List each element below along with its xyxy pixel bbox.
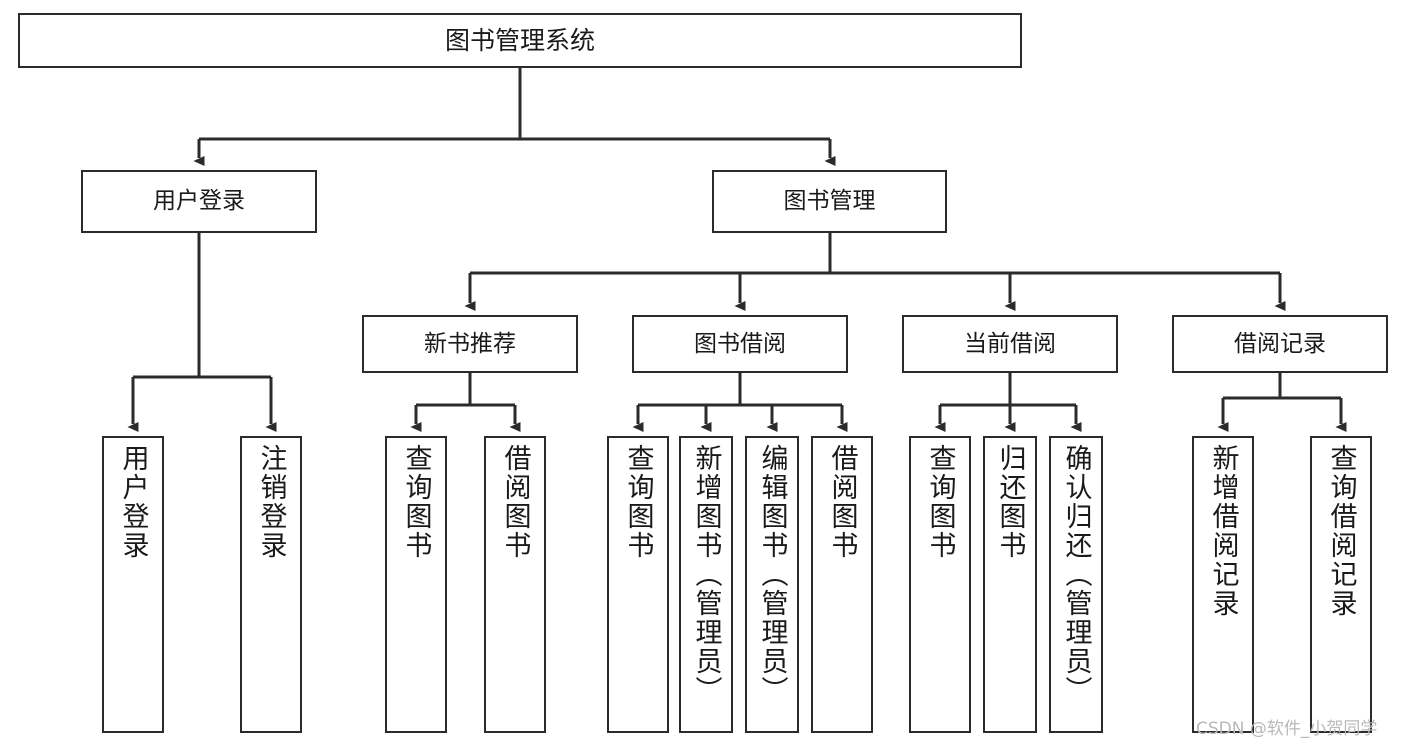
node-leaf-add-book[interactable]: 新增图书（管理员） xyxy=(679,436,733,733)
node-leaf-logout-label: 注销登录 xyxy=(255,444,287,560)
node-leaf-user-login[interactable]: 用户登录 xyxy=(102,436,164,733)
node-leaf-borrow-book-2[interactable]: 借阅图书 xyxy=(811,436,873,733)
node-leaf-edit-book-label: 编辑图书（管理员） xyxy=(756,444,788,705)
watermark-text: CSDN @软件_小贺同学 xyxy=(1196,719,1378,739)
node-leaf-query-record[interactable]: 查询借阅记录 xyxy=(1310,436,1372,733)
node-book-borrow-label: 图书借阅 xyxy=(694,330,786,357)
node-user-login-label: 用户登录 xyxy=(153,188,245,215)
node-leaf-confirm-return-label: 确认归还（管理员） xyxy=(1060,444,1092,705)
node-leaf-logout[interactable]: 注销登录 xyxy=(240,436,302,733)
node-leaf-query-book-2-label: 查询图书 xyxy=(622,444,654,560)
node-leaf-confirm-return[interactable]: 确认归还（管理员） xyxy=(1049,436,1103,733)
node-root-label: 图书管理系统 xyxy=(444,26,595,55)
node-book-borrow[interactable]: 图书借阅 xyxy=(632,315,848,373)
node-book-manage-label: 图书管理 xyxy=(783,188,876,215)
node-root[interactable]: 图书管理系统 xyxy=(18,13,1022,68)
node-new-book-recommend[interactable]: 新书推荐 xyxy=(362,315,578,373)
node-leaf-user-login-label: 用户登录 xyxy=(117,444,149,560)
node-current-borrow-label: 当前借阅 xyxy=(964,330,1056,357)
node-leaf-query-book-3[interactable]: 查询图书 xyxy=(909,436,971,733)
node-leaf-add-record-label: 新增借阅记录 xyxy=(1207,444,1239,618)
node-leaf-query-book-3-label: 查询图书 xyxy=(924,444,956,560)
node-current-borrow[interactable]: 当前借阅 xyxy=(902,315,1118,373)
node-borrow-record-label: 借阅记录 xyxy=(1234,330,1326,357)
node-leaf-query-book-1[interactable]: 查询图书 xyxy=(385,436,447,733)
node-leaf-borrow-book-1[interactable]: 借阅图书 xyxy=(484,436,546,733)
node-user-login[interactable]: 用户登录 xyxy=(81,170,317,233)
node-leaf-return-book[interactable]: 归还图书 xyxy=(983,436,1037,733)
node-leaf-query-book-2[interactable]: 查询图书 xyxy=(607,436,669,733)
node-leaf-return-book-label: 归还图书 xyxy=(994,444,1026,560)
node-leaf-add-book-label: 新增图书（管理员） xyxy=(690,444,722,705)
node-new-book-recommend-label: 新书推荐 xyxy=(424,330,516,357)
node-leaf-borrow-book-2-label: 借阅图书 xyxy=(826,444,858,560)
node-book-manage[interactable]: 图书管理 xyxy=(712,170,947,233)
node-leaf-query-book-1-label: 查询图书 xyxy=(400,444,432,560)
node-borrow-record[interactable]: 借阅记录 xyxy=(1172,315,1388,373)
node-leaf-borrow-book-1-label: 借阅图书 xyxy=(499,444,531,560)
node-leaf-query-record-label: 查询借阅记录 xyxy=(1325,444,1357,618)
node-leaf-edit-book[interactable]: 编辑图书（管理员） xyxy=(745,436,799,733)
node-leaf-add-record[interactable]: 新增借阅记录 xyxy=(1192,436,1254,733)
